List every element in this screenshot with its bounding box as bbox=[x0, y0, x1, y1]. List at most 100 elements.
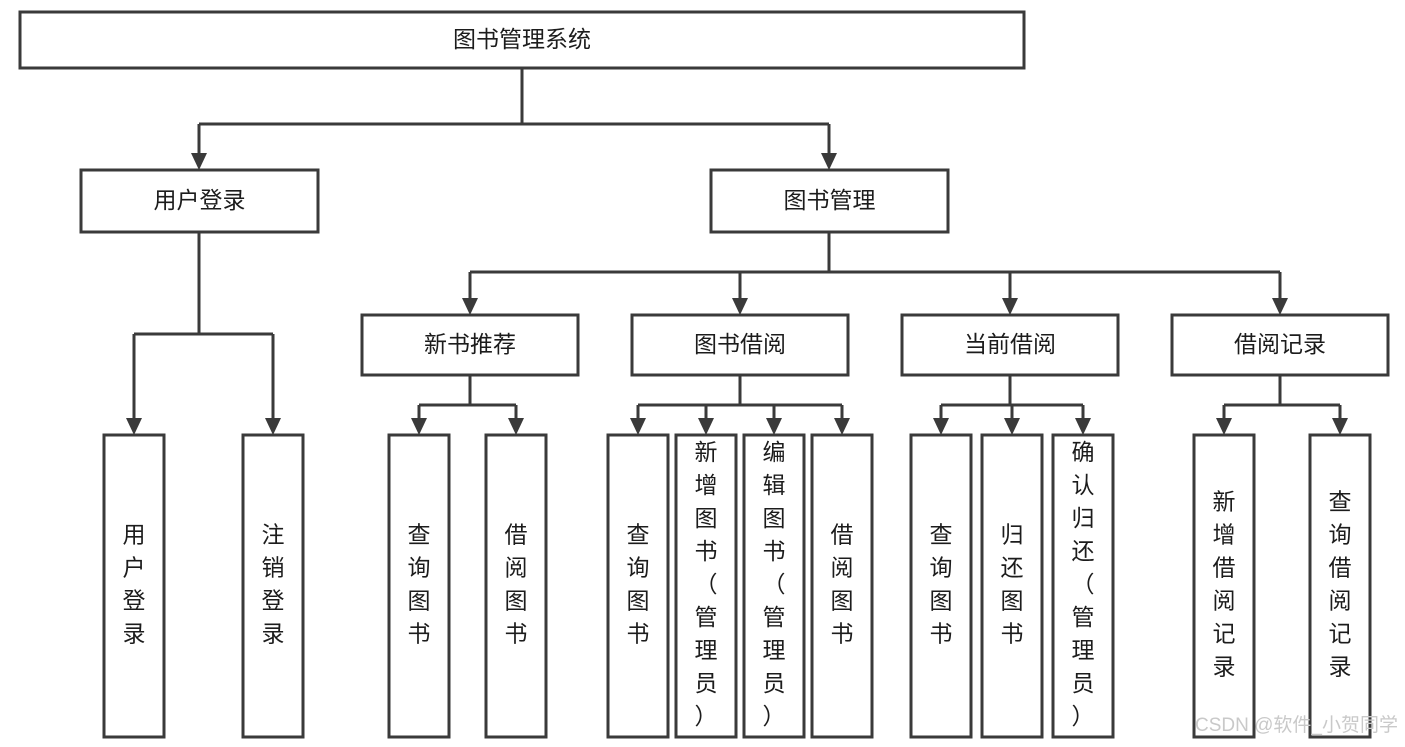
node-box-bb-edit-book bbox=[742, 433, 806, 739]
node-label-br-add-record-char-1: 增 bbox=[1213, 522, 1236, 548]
node-label-nr-query-book-char-1: 询 bbox=[408, 555, 431, 581]
node-label-leaf-logout-char-1: 销 bbox=[262, 555, 285, 581]
node-label-bb-borrow-book-char-3: 书 bbox=[831, 621, 854, 647]
node-label-leaf-user-login-char-3: 录 bbox=[123, 621, 146, 647]
node-label-bb-edit-book-char-3: 书 bbox=[763, 538, 786, 564]
node-book-manage[interactable]: 图书管理 bbox=[709, 168, 950, 234]
node-label-br-query-record-char-4: 记 bbox=[1329, 621, 1352, 647]
node-box-bb-add-book bbox=[674, 433, 738, 739]
arrowhead-bookborrow_to_leaves-1 bbox=[698, 418, 714, 435]
node-label-nr-borrow-book-char-1: 阅 bbox=[505, 555, 528, 581]
node-current-borrow[interactable]: 当前借阅 bbox=[900, 313, 1120, 377]
node-label-bb-edit-book-char-0: 编 bbox=[763, 439, 786, 465]
node-label-bb-add-book-char-0: 新 bbox=[695, 439, 718, 465]
node-box-leaf-user-login bbox=[102, 433, 166, 739]
node-box-cb-query-book bbox=[909, 433, 973, 739]
node-root[interactable]: 图书管理系统 bbox=[18, 10, 1026, 70]
connector-group-newrec_to_leaves bbox=[411, 375, 524, 435]
arrowhead-userlogin_to_leaves-1 bbox=[265, 418, 281, 435]
arrowhead-level1_books_to_level2-3 bbox=[1272, 298, 1288, 315]
node-label-bb-add-book-char-7: 员 bbox=[695, 670, 718, 696]
node-label-br-query-record-char-1: 询 bbox=[1329, 522, 1352, 548]
node-box-book-borrow bbox=[630, 313, 850, 377]
node-layer: 图书管理系统用户登录图书管理新书推荐图书借阅当前借阅借阅记录用户登录注销登录查询… bbox=[18, 10, 1390, 739]
node-borrow-record[interactable]: 借阅记录 bbox=[1170, 313, 1390, 377]
connector-group-root_to_level1 bbox=[191, 68, 837, 170]
node-label-leaf-user-login-char-1: 户 bbox=[123, 555, 146, 581]
node-label-br-add-record-char-3: 阅 bbox=[1213, 588, 1236, 614]
arrowhead-root_to_level1-0 bbox=[191, 153, 207, 170]
node-label-cb-return-book-char-3: 书 bbox=[1001, 621, 1024, 647]
node-label-leaf-user-login-char-2: 登 bbox=[123, 588, 146, 614]
node-user-login[interactable]: 用户登录 bbox=[79, 168, 320, 234]
node-label-cb-confirm-return-char-8: ） bbox=[1072, 703, 1095, 729]
node-label-br-add-record-char-4: 记 bbox=[1213, 621, 1236, 647]
arrowhead-borrowrecord_to_leaves-0 bbox=[1216, 418, 1232, 435]
node-box-cb-confirm-return bbox=[1051, 433, 1115, 739]
arrowhead-newrec_to_leaves-0 bbox=[411, 418, 427, 435]
node-label-bb-add-book-char-2: 图 bbox=[695, 505, 718, 531]
node-label-current-borrow: 当前借阅 bbox=[964, 331, 1056, 357]
node-box-br-add-record bbox=[1192, 433, 1256, 739]
node-label-user-login: 用户登录 bbox=[154, 187, 246, 213]
node-label-book-manage: 图书管理 bbox=[784, 187, 876, 213]
node-box-bb-query-book bbox=[606, 433, 670, 739]
node-box-bb-borrow-book bbox=[810, 433, 874, 739]
node-label-br-query-record-char-2: 借 bbox=[1329, 555, 1352, 581]
arrowhead-bookborrow_to_leaves-2 bbox=[766, 418, 782, 435]
node-label-bb-edit-book-char-6: 理 bbox=[763, 637, 786, 663]
node-box-root bbox=[18, 10, 1026, 70]
arrowhead-root_to_level1-1 bbox=[821, 153, 837, 170]
node-box-current-borrow bbox=[900, 313, 1120, 377]
node-label-cb-confirm-return-char-3: 还 bbox=[1072, 538, 1095, 564]
node-label-bb-borrow-book-char-0: 借 bbox=[831, 522, 854, 548]
node-label-bb-add-book-char-6: 理 bbox=[695, 637, 718, 663]
node-label-nr-borrow-book-char-3: 书 bbox=[505, 621, 528, 647]
node-label-nr-borrow-book-char-2: 图 bbox=[505, 588, 528, 614]
node-label-cb-return-book-char-0: 归 bbox=[1001, 522, 1024, 548]
node-label-bb-add-book-char-4: （ bbox=[695, 571, 718, 597]
arrowhead-level1_books_to_level2-2 bbox=[1002, 298, 1018, 315]
arrowhead-currentborrow_to_leaves-1 bbox=[1004, 418, 1020, 435]
node-label-cb-query-book-char-0: 查 bbox=[930, 522, 953, 548]
node-box-user-login bbox=[79, 168, 320, 234]
node-label-br-query-record-char-3: 阅 bbox=[1329, 588, 1352, 614]
node-new-book-rec[interactable]: 新书推荐 bbox=[360, 313, 580, 377]
node-box-borrow-record bbox=[1170, 313, 1390, 377]
connector-layer bbox=[126, 68, 1348, 435]
node-label-bb-query-book-char-2: 图 bbox=[627, 588, 650, 614]
node-book-borrow[interactable]: 图书借阅 bbox=[630, 313, 850, 377]
connector-group-borrowrecord_to_leaves bbox=[1216, 375, 1348, 435]
connector-group-bookborrow_to_leaves bbox=[630, 375, 850, 435]
node-label-cb-confirm-return-char-6: 理 bbox=[1072, 637, 1095, 663]
arrowhead-level1_books_to_level2-0 bbox=[462, 298, 478, 315]
node-label-bb-add-book-char-3: 书 bbox=[695, 538, 718, 564]
node-leaf-user-login[interactable]: 用户登录 bbox=[102, 433, 166, 739]
node-label-nr-query-book-char-0: 查 bbox=[408, 522, 431, 548]
node-label-leaf-logout-char-0: 注 bbox=[262, 522, 285, 548]
node-label-leaf-logout-char-2: 登 bbox=[262, 588, 285, 614]
arrowhead-bookborrow_to_leaves-0 bbox=[630, 418, 646, 435]
arrowhead-currentborrow_to_leaves-0 bbox=[933, 418, 949, 435]
node-label-nr-borrow-book-char-0: 借 bbox=[505, 522, 528, 548]
node-label-root: 图书管理系统 bbox=[453, 26, 591, 52]
node-label-borrow-record: 借阅记录 bbox=[1234, 331, 1326, 357]
node-label-cb-return-book-char-1: 还 bbox=[1001, 555, 1024, 581]
node-box-book-manage bbox=[709, 168, 950, 234]
arrowhead-borrowrecord_to_leaves-1 bbox=[1332, 418, 1348, 435]
node-label-bb-borrow-book-char-2: 图 bbox=[831, 588, 854, 614]
node-label-br-add-record-char-2: 借 bbox=[1213, 555, 1236, 581]
node-label-cb-confirm-return-char-7: 员 bbox=[1072, 670, 1095, 696]
